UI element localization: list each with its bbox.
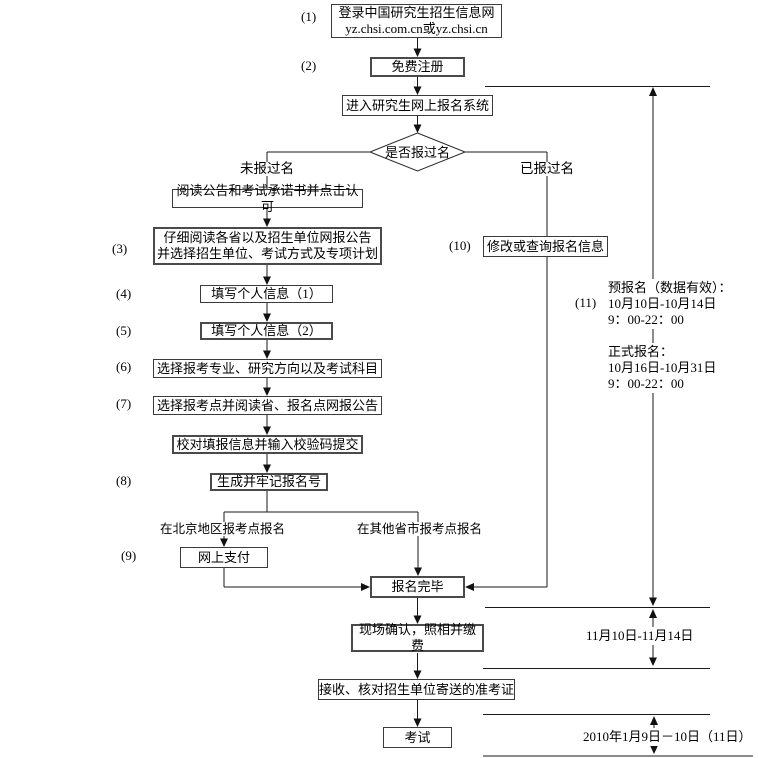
node-fill-info-2: 填写个人信息（2） bbox=[200, 322, 333, 340]
node-login: 登录中国研究生招生信息网 yz.chsi.com.cn或yz.chsi.cn bbox=[331, 4, 502, 38]
step-number-6: (6) bbox=[116, 359, 132, 374]
edge-label-registered: 已报过名 bbox=[518, 161, 576, 176]
edge-label-other-province-site: 在其他省市报考点报名 bbox=[355, 522, 485, 536]
edge-label-not-registered: 未报过名 bbox=[238, 161, 296, 176]
node-verify-submit: 校对填报信息并输入校验码提交 bbox=[172, 435, 363, 454]
node-reg-done: 报名完毕 bbox=[370, 576, 465, 598]
node-modify-query: 修改或查询报名信息 bbox=[483, 236, 608, 257]
step-number-2: (2) bbox=[301, 58, 317, 73]
timeline-note-onsite-confirm-dates: 11月10日-11月14日 bbox=[583, 627, 697, 645]
node-read-guide: 仔细阅读各省以及招生单位网报公告 并选择招生单位、考试方式及专项计划 bbox=[153, 227, 382, 265]
decision-label: 是否报过名 bbox=[384, 145, 450, 160]
node-enter-system: 进入研究生网上报名系统 bbox=[342, 95, 493, 116]
timeline-note-exam-dates: 2010年1月9日－10日（11日） bbox=[580, 728, 755, 746]
node-onsite-confirm: 现场确认，照相并缴费 bbox=[351, 622, 484, 653]
step-number-7: (7) bbox=[116, 396, 132, 411]
edge-label-beijing-site: 在北京地区报考点报名 bbox=[158, 522, 288, 536]
node-receive-ticket: 接收、核对招生单位寄送的准考证 bbox=[318, 679, 515, 700]
node-register: 免费注册 bbox=[370, 57, 465, 77]
step-number-4: (4) bbox=[116, 286, 132, 301]
node-reg-number: 生成并牢记报名号 bbox=[210, 473, 328, 491]
node-exam: 考试 bbox=[383, 727, 452, 748]
step-number-5: (5) bbox=[116, 323, 132, 338]
step-number-11: (11) bbox=[575, 295, 597, 310]
node-choose-site: 选择报考点并阅读省、报名点网报公告 bbox=[153, 396, 382, 415]
step-number-1: (1) bbox=[301, 9, 317, 24]
decision-diamond-shape bbox=[368, 132, 467, 172]
step-number-8: (8) bbox=[116, 473, 132, 488]
timeline-note-formal-registration: 正式报名： 10月16日-10月31日 9：00-22：00 bbox=[605, 343, 720, 393]
node-read-notice: 阅读公告和考试承诺书并点击认可 bbox=[172, 183, 363, 214]
node-fill-info-1: 填写个人信息（1） bbox=[200, 285, 333, 303]
step-number-9: (9) bbox=[121, 548, 137, 563]
step-number-10: (10) bbox=[449, 238, 471, 253]
timeline-note-pre-registration: 预报名（数据有效）： 10月10日-10月14日 9：00-22：00 bbox=[605, 279, 735, 329]
step-number-3: (3) bbox=[112, 241, 128, 256]
node-choose-major: 选择报考专业、研究方向以及考试科目 bbox=[153, 359, 382, 378]
node-online-pay: 网上支付 bbox=[180, 547, 268, 568]
